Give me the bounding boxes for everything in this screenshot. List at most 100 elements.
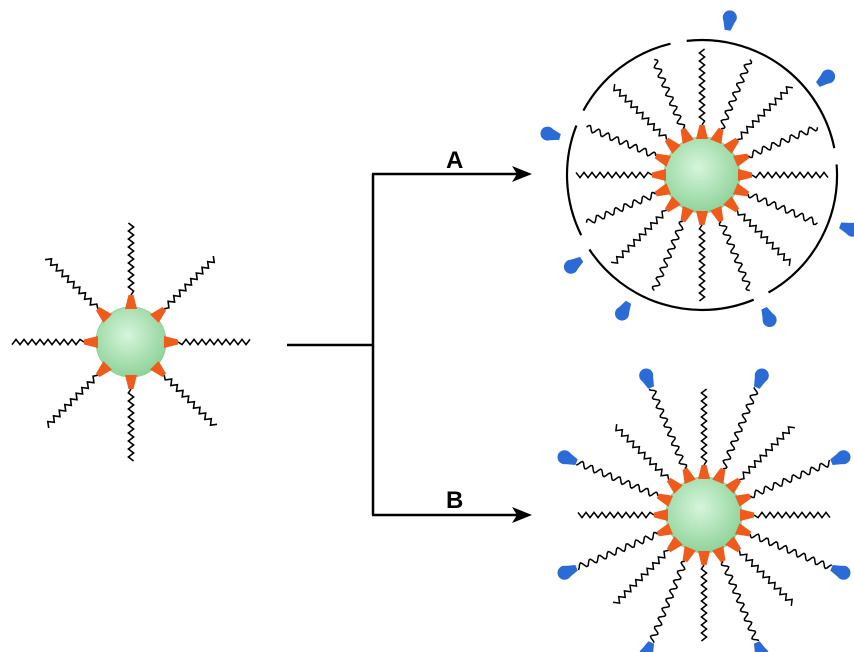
alkyl-chain xyxy=(613,84,668,140)
polymer-chain xyxy=(585,191,657,224)
end-group-cap xyxy=(755,647,769,652)
anchor-group xyxy=(656,523,673,537)
anchor-group xyxy=(710,206,724,223)
end-group-cap xyxy=(836,565,851,580)
alkyl-chain xyxy=(127,222,135,296)
product-a-nanoparticle xyxy=(540,10,854,327)
alkyl-chain xyxy=(737,86,793,141)
anchor-group xyxy=(654,183,671,197)
shell-arc xyxy=(565,125,583,236)
alkyl-chain xyxy=(700,564,708,642)
shell-arc xyxy=(686,38,836,149)
alkyl-chain xyxy=(46,374,98,429)
anchor-group xyxy=(164,336,178,348)
polymer-chain xyxy=(653,58,686,130)
alkyl-chain xyxy=(613,549,669,604)
anchor-group xyxy=(725,536,742,553)
polymer-chain xyxy=(749,459,831,499)
anchor-group xyxy=(735,493,752,507)
anchor-group xyxy=(666,536,683,553)
starting-nanoparticle xyxy=(11,222,251,462)
anchor-group xyxy=(682,546,696,563)
anchor-group xyxy=(712,467,726,484)
polymer-chain xyxy=(575,460,659,497)
polymer-chain xyxy=(577,531,659,571)
shell-arc xyxy=(767,164,839,294)
anchor-group xyxy=(664,196,681,213)
anchor-group xyxy=(680,206,694,223)
anchor-group xyxy=(150,361,166,377)
anchor-group xyxy=(698,465,710,479)
end-group-cap xyxy=(639,647,653,652)
alkyl-chain xyxy=(577,511,655,519)
end-group-cap xyxy=(762,313,777,327)
alkyl-chain xyxy=(700,388,708,466)
anchor-group xyxy=(652,169,666,181)
route-a-label: A xyxy=(446,147,463,174)
anchor-group xyxy=(733,183,750,197)
anchor-group xyxy=(740,509,754,521)
end-group-cap xyxy=(639,368,654,383)
anchor-group xyxy=(696,211,708,225)
branch-arrows xyxy=(287,172,518,517)
anchor-group xyxy=(680,127,694,144)
anchor-group xyxy=(723,137,740,154)
anchor-group xyxy=(150,307,166,323)
end-group-cap xyxy=(836,450,851,465)
polymer-chain xyxy=(747,126,819,159)
anchor-group xyxy=(656,493,673,507)
polymer-chain xyxy=(718,220,751,292)
end-group-cap xyxy=(722,10,737,25)
anchor-group xyxy=(712,546,726,563)
anchor-group xyxy=(96,307,112,323)
anchor-group xyxy=(738,169,752,181)
polymer-chain xyxy=(720,59,753,130)
anchor-group xyxy=(710,127,724,144)
anchor-group xyxy=(96,361,112,377)
anchor-group xyxy=(666,477,683,494)
polymer-chain xyxy=(586,124,657,157)
alkyl-chain xyxy=(698,224,706,302)
polymer-chain xyxy=(747,193,818,226)
alkyl-chain xyxy=(164,255,216,310)
alkyl-chain xyxy=(44,257,99,309)
alkyl-chain xyxy=(611,209,667,264)
alkyl-chain xyxy=(738,550,793,606)
anchor-group xyxy=(654,509,668,521)
end-group-cap xyxy=(557,565,572,580)
anchor-group xyxy=(84,336,98,348)
end-group-cap xyxy=(754,368,769,383)
route-b-label: B xyxy=(446,487,463,514)
alkyl-chain xyxy=(753,511,831,519)
anchor-group xyxy=(698,551,710,565)
anchor-group xyxy=(664,137,681,154)
anchor-group xyxy=(125,375,137,389)
anchor-group xyxy=(696,125,708,139)
polymer-chain xyxy=(720,560,760,642)
end-group-cap xyxy=(615,306,629,321)
alkyl-chain xyxy=(751,171,829,179)
alkyl-chain xyxy=(127,388,135,462)
alkyl-chain xyxy=(615,424,670,480)
polymer-chain xyxy=(648,388,688,470)
alkyl-chain xyxy=(575,171,653,179)
polymer-chain xyxy=(651,220,684,291)
end-group-cap xyxy=(557,450,572,465)
anchor-group xyxy=(735,523,752,537)
shell-arc xyxy=(582,42,671,112)
alkyl-chain xyxy=(698,48,706,126)
anchor-group xyxy=(723,196,740,213)
end-group-cap xyxy=(821,69,836,84)
end-group-cap xyxy=(540,126,555,141)
arrow-b-head xyxy=(512,507,532,523)
product-b-nanoparticle xyxy=(557,368,851,652)
anchor-group xyxy=(125,295,137,309)
alkyl-chain xyxy=(11,338,85,346)
anchor-group xyxy=(654,153,671,167)
shell-arc xyxy=(588,248,755,312)
anchor-group xyxy=(733,153,750,167)
end-group-cap xyxy=(563,259,578,274)
polymer-chain xyxy=(722,386,759,470)
anchor-group xyxy=(725,477,742,494)
end-group-cap xyxy=(845,222,854,237)
